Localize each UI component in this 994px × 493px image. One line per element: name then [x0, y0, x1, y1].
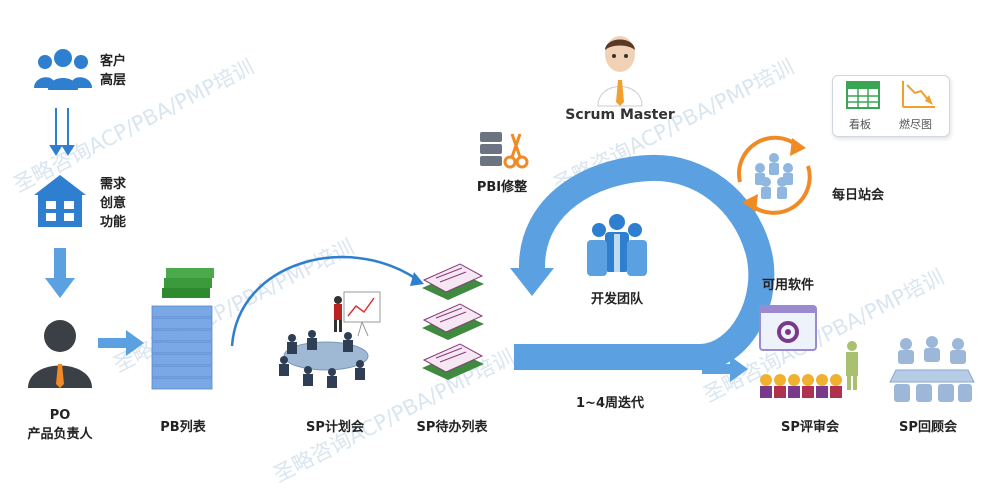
- curved-arrow: [230, 256, 424, 347]
- team-icon: [587, 214, 647, 276]
- kanban-label: 看板: [849, 118, 871, 131]
- cycle-icon: [737, 135, 812, 215]
- iteration-loop-arrow: [510, 154, 775, 370]
- right-arrow: [702, 356, 748, 382]
- scrum-master-avatar: [597, 36, 643, 107]
- right-arrow: [98, 330, 144, 356]
- audience-icon: [760, 341, 858, 398]
- tools-icon: [480, 132, 529, 169]
- down-arrow: [45, 248, 75, 298]
- chart-down-icon: [902, 81, 935, 108]
- retro-meeting-icon: [889, 336, 975, 402]
- needs-label: 需求创意功能: [100, 177, 127, 230]
- sp-backlog-label: SP待办列表: [416, 420, 488, 435]
- server-stack-icon: [151, 268, 214, 390]
- daily-standup-label: 每日站会: [831, 188, 884, 203]
- sp-retro-label: SP回顾会: [899, 420, 957, 435]
- burndown-label: 燃尽图: [899, 118, 932, 131]
- pb-list-label: PB列表: [160, 420, 206, 435]
- scrum-master-label: Scrum Master: [565, 107, 675, 123]
- pbi-refine-label: PBI修整: [476, 180, 528, 195]
- sp-review-label: SP评审会: [781, 420, 839, 435]
- document-stack-icon: [422, 263, 484, 380]
- table-icon: [846, 81, 880, 109]
- people-icon: [34, 49, 92, 90]
- iteration-label: 1~4周迭代: [576, 396, 644, 411]
- customers-label: 客户高层: [100, 54, 127, 88]
- double-down-arrow: [49, 108, 75, 156]
- building-icon: [34, 175, 86, 227]
- person-tie-icon: [28, 320, 92, 388]
- sp-planning-label: SP计划会: [306, 420, 364, 435]
- dev-team-label: 开发团队: [590, 292, 643, 307]
- meeting-icon: [279, 291, 381, 388]
- kanban-burndown-box: 看板 燃尽图: [832, 75, 950, 137]
- usable-software-label: 可用软件: [761, 278, 814, 293]
- gear-screen-icon: [759, 305, 817, 351]
